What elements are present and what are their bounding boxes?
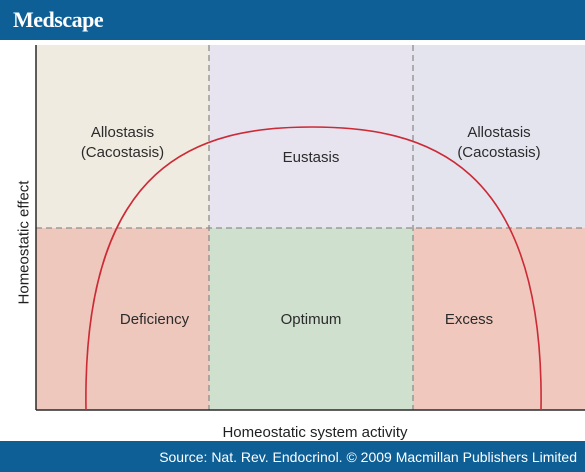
label-eustasis-text: Eustasis: [282, 149, 340, 166]
region-excess: [413, 228, 585, 410]
region-allostasis-left: [36, 45, 209, 228]
label-allostasis-right: Allostasis (Cacostasis): [413, 123, 585, 163]
label-deficiency: Deficiency: [68, 310, 241, 330]
x-axis-label: Homeostatic system activity: [222, 424, 408, 441]
label-excess: Excess: [383, 310, 555, 330]
medscape-logo[interactable]: Medscape: [13, 7, 104, 32]
region-optimum: [209, 228, 413, 410]
homeostasis-diagram: Allostasis (Cacostasis) Eustasis Allosta…: [0, 40, 585, 441]
region-deficiency: [36, 228, 209, 410]
label-optimum: Optimum: [209, 310, 413, 330]
region-eustasis: [209, 45, 413, 228]
homeostasis-curve: [85, 126, 542, 411]
diagram-graphic: [35, 45, 585, 411]
footer-bar: Source: Nat. Rev. Endocrinol. © 2009 Mac…: [0, 441, 585, 472]
label-allostasis-right-line2: (Cacostasis): [457, 144, 541, 161]
y-axis-label: Homeostatic effect: [15, 180, 33, 305]
label-deficiency-text: Deficiency: [119, 311, 190, 328]
label-optimum-text: Optimum: [280, 311, 342, 328]
source-credit: Source: Nat. Rev. Endocrinol. © 2009 Mac…: [159, 449, 577, 465]
label-allostasis-left-line1: Allostasis: [90, 124, 155, 141]
label-excess-text: Excess: [444, 311, 494, 328]
header-bar: Medscape: [0, 0, 585, 40]
label-allostasis-right-line1: Allostasis: [467, 124, 531, 141]
label-allostasis-left-line2: (Cacostasis): [80, 144, 165, 161]
label-allostasis-left: Allostasis (Cacostasis): [36, 123, 209, 163]
region-allostasis-right: [413, 45, 585, 228]
label-eustasis: Eustasis: [209, 148, 413, 168]
